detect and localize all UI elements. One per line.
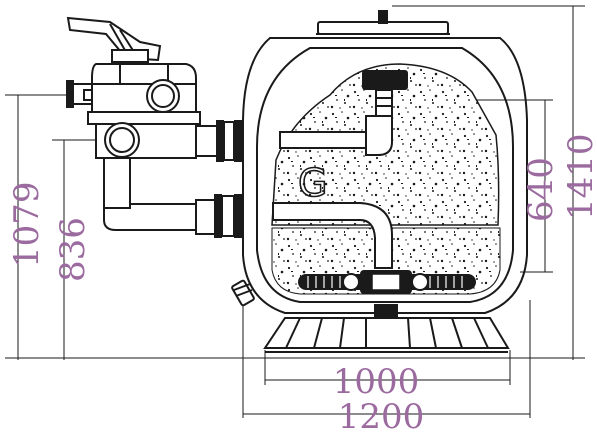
filter-base xyxy=(263,304,510,353)
height-1410-label: 1410 xyxy=(561,133,597,220)
width-1000-label: 1000 xyxy=(333,362,420,402)
top-diffuser xyxy=(362,70,408,117)
height-1079-label: 1079 xyxy=(7,181,47,268)
multiport-valve xyxy=(66,16,242,238)
filter-tank: G xyxy=(231,10,528,314)
width-1200-label: 1200 xyxy=(338,397,425,432)
height-836-label: 836 xyxy=(53,217,93,282)
drain-plug-icon xyxy=(231,279,255,307)
tank-logo-icon: G xyxy=(298,161,327,205)
dimension-lines xyxy=(5,5,585,418)
lateral-collector xyxy=(298,270,476,294)
height-640-label: 640 xyxy=(521,157,561,222)
